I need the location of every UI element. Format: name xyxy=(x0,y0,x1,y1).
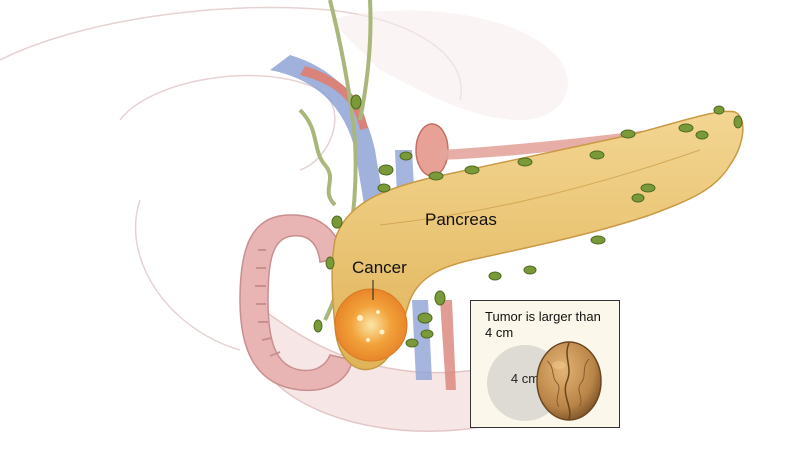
lymph-node xyxy=(405,338,419,348)
lymph-node xyxy=(590,235,606,245)
lymph-node xyxy=(733,115,743,129)
lymph-node xyxy=(620,129,636,139)
pancreas xyxy=(331,110,744,371)
lymph-node xyxy=(350,94,362,110)
lymph-node xyxy=(631,193,645,203)
lymph-node xyxy=(640,183,656,193)
lymph-node xyxy=(331,215,343,229)
size-label: 4 cm xyxy=(510,371,540,386)
lymph-node xyxy=(695,130,709,140)
lymph-node xyxy=(517,157,533,167)
gallbladder-shape xyxy=(330,10,568,121)
lymph-node xyxy=(325,256,335,270)
lymph-nodes xyxy=(313,94,743,348)
lymph-node xyxy=(428,171,444,181)
lymph-node xyxy=(420,329,434,339)
lymph-node xyxy=(464,165,480,175)
lymph-node xyxy=(434,290,446,306)
lymph-node xyxy=(378,164,394,176)
lymph-node xyxy=(417,312,433,324)
lymph-node xyxy=(377,183,391,193)
walnut-icon xyxy=(536,341,602,421)
tumor-size-inset: Tumor is larger than 4 cm 4 cm xyxy=(470,300,620,428)
lymph-node xyxy=(713,105,725,115)
lymph-node xyxy=(313,319,323,333)
duodenum xyxy=(239,214,353,392)
inset-title: Tumor is larger than 4 cm xyxy=(485,309,601,340)
lymph-node xyxy=(678,123,694,133)
tumor xyxy=(334,288,408,362)
lymph-node xyxy=(399,151,413,161)
lymph-node xyxy=(589,150,605,160)
lymph-node xyxy=(488,271,502,281)
cancer-label: Cancer xyxy=(352,258,407,277)
pancreas-label: Pancreas xyxy=(425,210,497,229)
lymph-node xyxy=(523,265,537,275)
